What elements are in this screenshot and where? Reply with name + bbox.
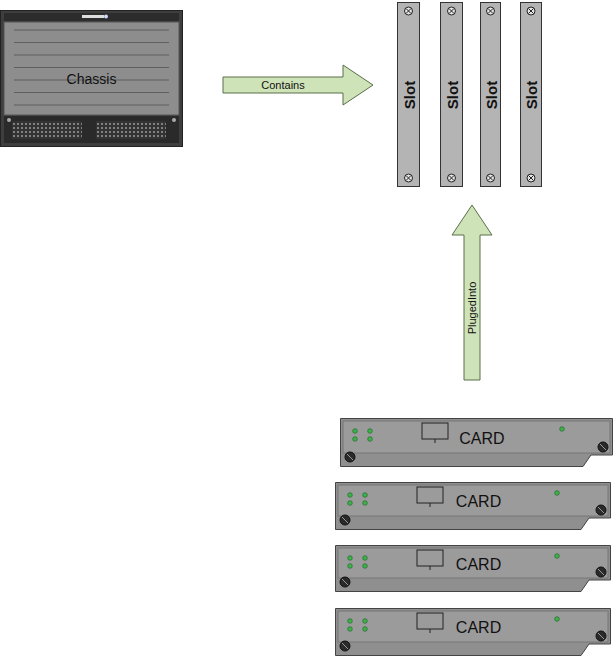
chassis-label: Chassis	[67, 71, 117, 87]
card-label: CARD	[459, 430, 504, 448]
slot-bar: Slot	[440, 2, 463, 187]
chassis-box: Chassis	[0, 10, 183, 147]
block-arrow	[452, 205, 492, 380]
slot-bar: Slot	[397, 2, 420, 187]
card-label: CARD	[456, 619, 501, 637]
card-module: CARD	[335, 545, 611, 592]
slot-label: Slot	[482, 80, 499, 108]
slot-bar: Slot	[520, 2, 542, 187]
slot-bar: Slot	[480, 2, 501, 187]
slot-label: Slot	[400, 80, 417, 108]
arrow-label: Contains	[259, 79, 306, 92]
card-module: CARD	[335, 482, 611, 530]
block-arrow	[223, 65, 373, 105]
card-module: CARD	[340, 418, 613, 467]
card-module: CARD	[335, 608, 611, 656]
slot-label: Slot	[523, 80, 540, 108]
arrow-label: PlugedInto	[466, 279, 479, 336]
card-label: CARD	[456, 493, 501, 511]
slot-label: Slot	[443, 80, 460, 108]
card-label: CARD	[456, 556, 501, 574]
